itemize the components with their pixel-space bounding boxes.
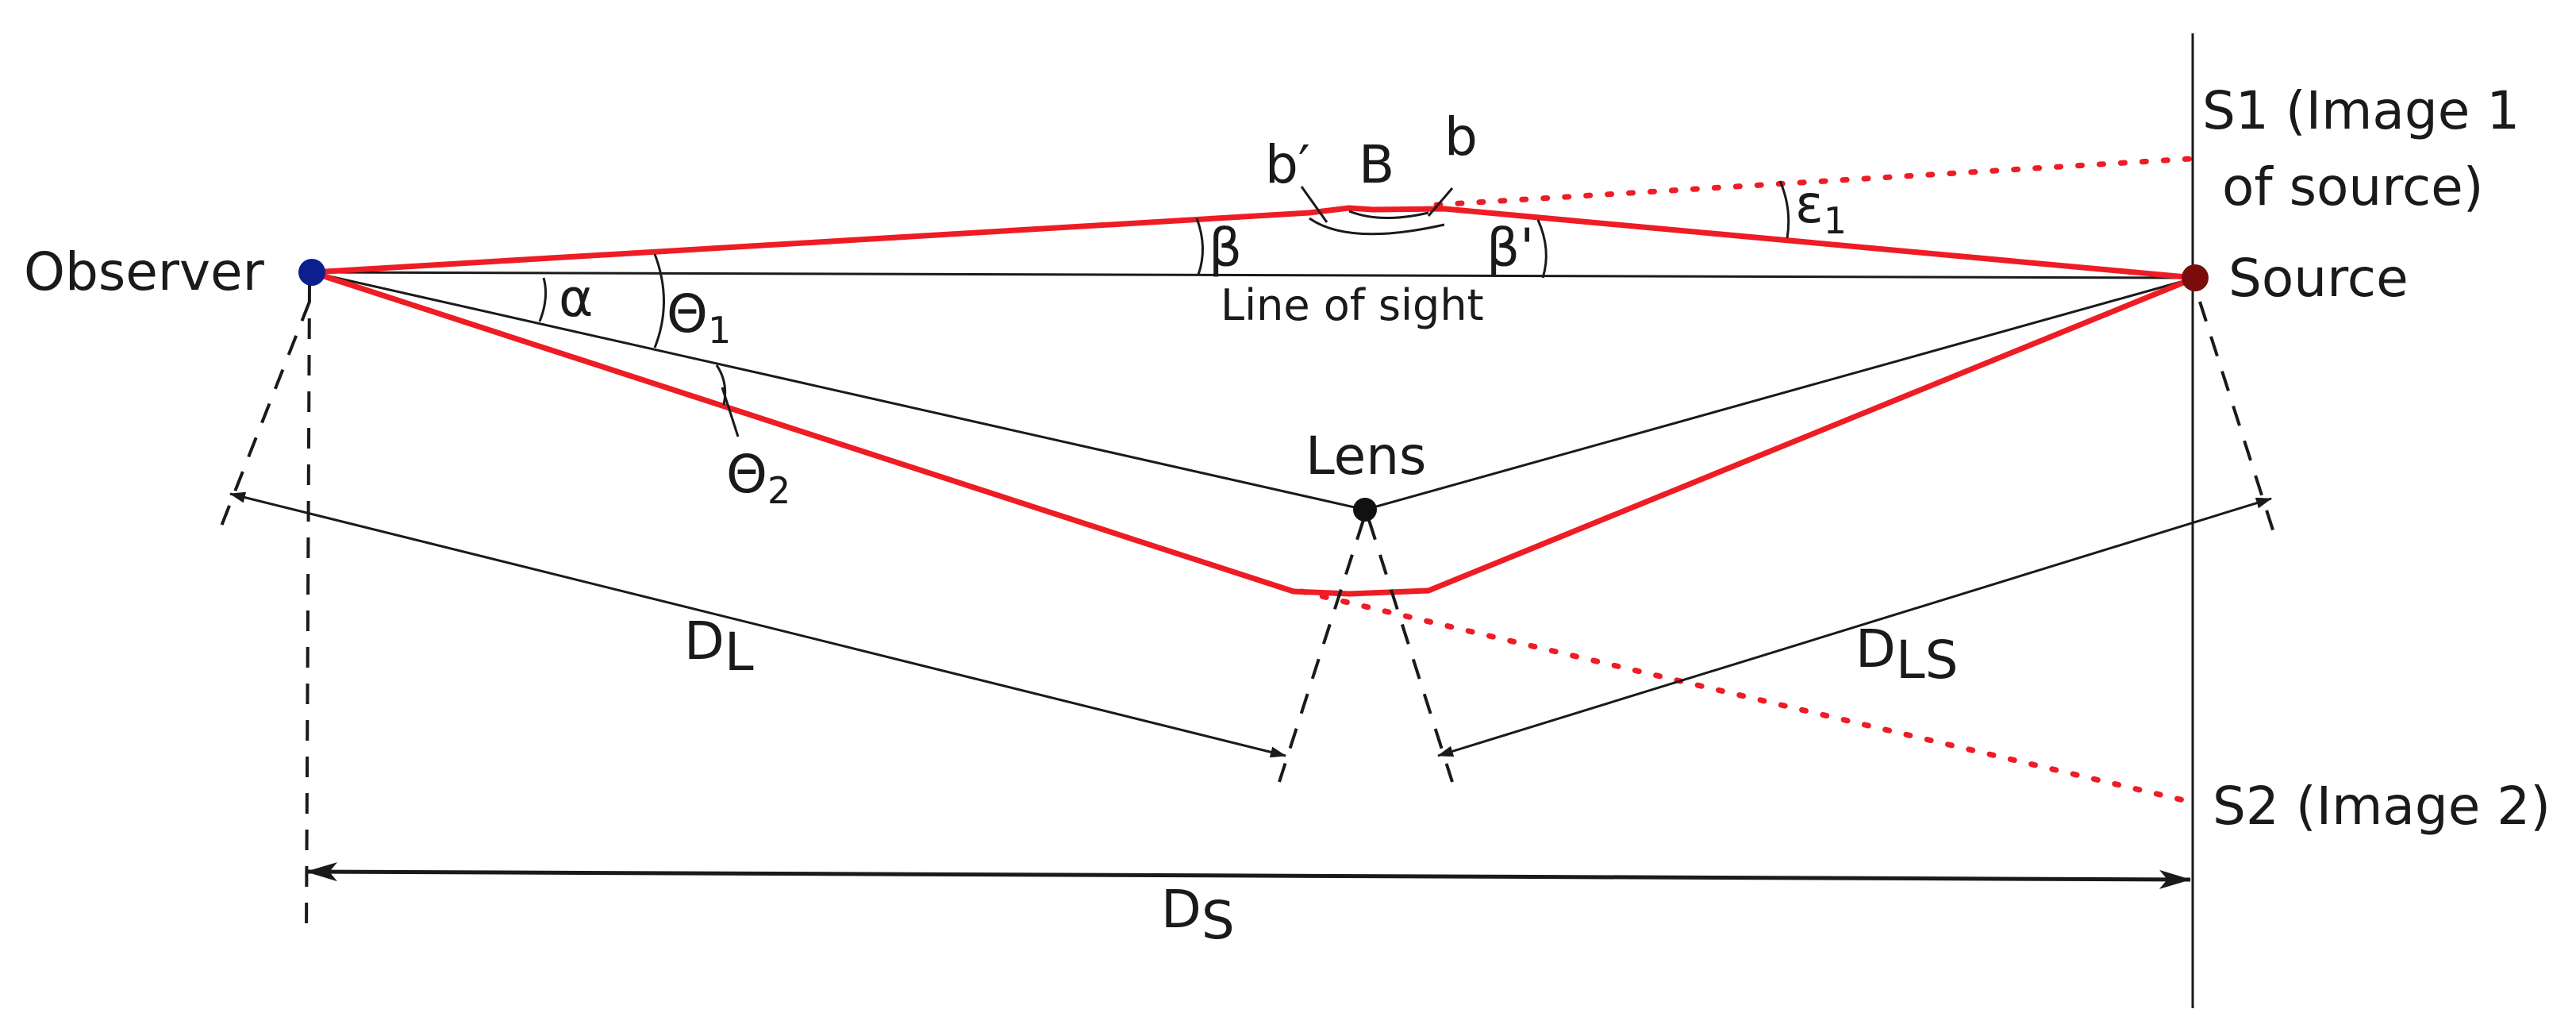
alpha-arc <box>538 277 548 322</box>
dl-symbol: D <box>684 610 725 672</box>
theta1-symbol: Θ <box>667 283 708 345</box>
image2-projection <box>1298 588 2193 805</box>
b-leader <box>1427 187 1454 217</box>
dls-subscript: LS <box>1896 630 1959 691</box>
theta1-label: Θ1 <box>667 283 731 352</box>
bend-arc-inner <box>1348 210 1429 220</box>
bend-arc <box>1309 217 1445 236</box>
b-prime-leader <box>1300 186 1328 223</box>
epsilon-symbol: ε <box>1795 174 1824 235</box>
dl-subscript: L <box>725 622 754 683</box>
lens-guide-right <box>1367 519 1454 783</box>
bend-B-label: B <box>1359 134 1394 195</box>
observer-point <box>298 259 325 286</box>
s1-label-line2: of source) <box>2222 156 2484 218</box>
theta1-arc <box>653 253 665 349</box>
beta-label: β <box>1209 218 1242 279</box>
theta1-subscript: 1 <box>708 309 731 352</box>
ds-subscript: S <box>1201 890 1235 951</box>
s2-label: S2 (Image 2) <box>2213 776 2551 837</box>
lens-point <box>1353 498 1377 522</box>
alpha-label: α <box>559 268 594 329</box>
theta2-subscript: 2 <box>767 469 790 512</box>
line-of-sight-label: Line of sight <box>1221 280 1484 330</box>
beta-arc <box>1195 218 1205 275</box>
observer-drop-line <box>305 281 311 938</box>
line-of-sight <box>311 271 2196 279</box>
dls-symbol: D <box>1855 618 1896 680</box>
epsilon1-label: ε1 <box>1795 174 1847 242</box>
theta2-arc <box>715 364 727 406</box>
observer-label: Observer <box>24 241 265 302</box>
ds-arrow <box>306 862 2191 889</box>
source-point <box>2182 264 2209 291</box>
dl-label: DL <box>684 610 754 683</box>
b-label: b <box>1444 106 1478 168</box>
source-label: Source <box>2228 248 2409 309</box>
dls-arrow <box>1437 497 2272 757</box>
theta2-label: Θ2 <box>726 444 790 512</box>
dls-label: DLS <box>1855 618 1959 691</box>
image1-projection <box>1433 156 2193 208</box>
s1-label-line1: S1 (Image 1 <box>2202 80 2520 141</box>
theta2-leader <box>721 387 740 437</box>
lens-label: Lens <box>1305 426 1426 487</box>
ds-symbol: D <box>1161 879 1201 940</box>
theta2-symbol: Θ <box>726 444 767 505</box>
beta-prime-arc <box>1536 219 1548 279</box>
upper-light-ray <box>311 205 2196 281</box>
ds-label: DS <box>1161 879 1235 951</box>
observer-angle-guide <box>219 301 311 529</box>
lower-light-ray <box>310 269 2197 597</box>
source-guide <box>2198 301 2278 541</box>
epsilon-arc <box>1778 180 1790 239</box>
epsilon-subscript: 1 <box>1824 199 1847 242</box>
b-prime-label: b′ <box>1265 134 1310 195</box>
beta-prime-label: β' <box>1486 218 1534 279</box>
lens-guide-left <box>1278 519 1365 783</box>
dl-arrow <box>229 491 1286 758</box>
